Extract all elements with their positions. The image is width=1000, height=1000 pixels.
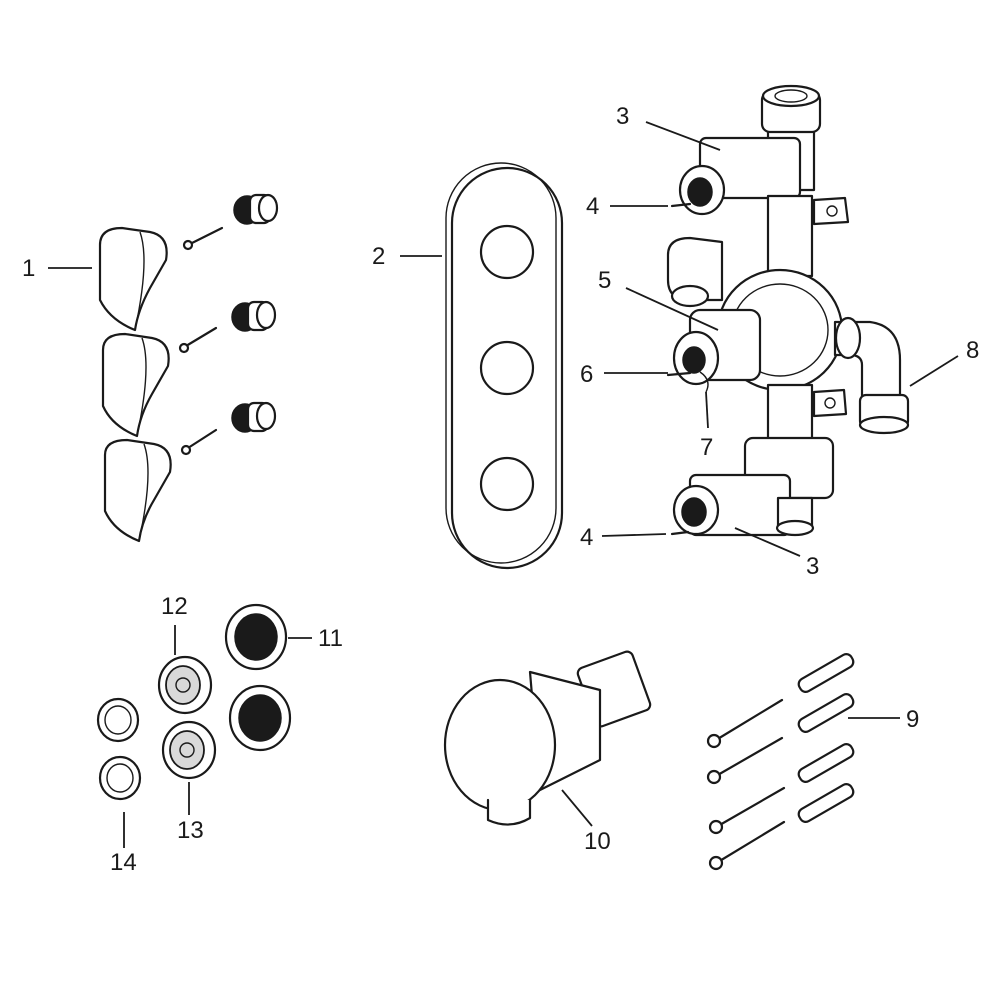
callout-4-bottom: 4: [580, 524, 593, 551]
callout-5: 5: [598, 267, 611, 294]
filter-disc: [224, 603, 288, 671]
callout-12: 12: [161, 593, 188, 620]
olive-ring: [98, 755, 142, 801]
filter-disc: [228, 684, 292, 752]
grub-screw: [182, 226, 224, 251]
callout-6: 6: [580, 361, 593, 388]
wall-plug: [797, 783, 855, 823]
callout-14: 14: [110, 849, 137, 876]
splined-adaptor: [233, 193, 279, 225]
splined-adaptor: [231, 300, 277, 332]
callout-3-bottom: 3: [806, 553, 819, 580]
callout-13: 13: [177, 817, 204, 844]
valve-body: [666, 84, 910, 537]
wall-screw: [708, 820, 786, 871]
wall-plug: [797, 653, 855, 693]
grub-screw: [178, 326, 218, 354]
lever-handle: [103, 438, 172, 543]
wall-screw: [706, 698, 784, 749]
grub-screw: [180, 428, 218, 456]
callout-11: 11: [318, 625, 343, 652]
callout-9: 9: [906, 706, 919, 733]
callout-labels: 1 2 3 4 5 6 7 8 4 3 12 11 13 14 10 9: [22, 103, 979, 876]
callout-3-top: 3: [616, 103, 629, 130]
callout-2: 2: [372, 243, 385, 270]
callout-1: 1: [22, 255, 35, 282]
lever-handle: [101, 332, 170, 438]
callout-4-top: 4: [586, 193, 599, 220]
wall-screw: [708, 786, 786, 835]
callout-10: 10: [584, 828, 611, 855]
olive-ring: [96, 697, 140, 743]
splined-adaptor: [231, 401, 277, 433]
callout-7: 7: [700, 434, 713, 461]
wall-screw: [706, 736, 784, 785]
cover-plate: [445, 162, 564, 570]
wall-plug: [797, 693, 855, 733]
check-valve: [161, 720, 217, 780]
callout-8: 8: [966, 337, 979, 364]
check-valve: [157, 655, 213, 715]
wall-outlet-elbow: [443, 650, 652, 826]
lever-handle: [98, 226, 168, 332]
leader-lines: [48, 121, 959, 848]
wall-plug: [797, 743, 855, 783]
